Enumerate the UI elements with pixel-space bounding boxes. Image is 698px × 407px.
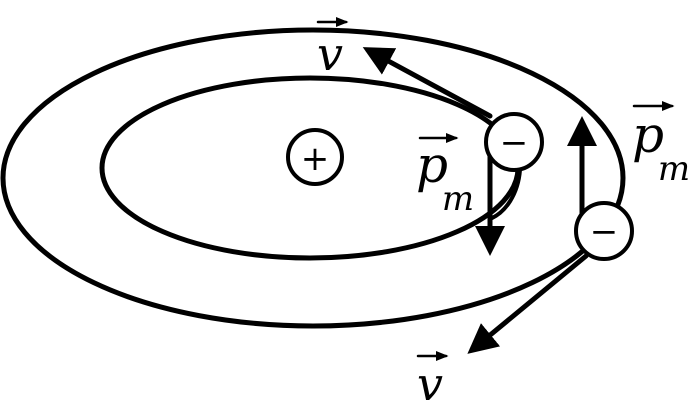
nucleus-circle: [286, 128, 344, 186]
outer-electron-circle: [574, 201, 634, 261]
outer-moment-subscript: m: [658, 149, 690, 189]
outer-velocity-label: v: [416, 351, 449, 407]
inner-moment-label: p m: [416, 133, 474, 219]
inner-current-curve: [490, 168, 522, 220]
outer-velocity-arrow: [467, 253, 589, 354]
nucleus-sign: +: [301, 139, 330, 179]
outer-velocity-letter: v: [417, 357, 443, 407]
outer-moment-letter: p: [632, 106, 664, 164]
inner-velocity-arrow: [362, 47, 493, 119]
inner-electron: −: [484, 112, 544, 172]
nucleus: +: [286, 128, 344, 186]
inner-electron-sign: −: [500, 123, 529, 163]
outer-electron: −: [574, 201, 634, 261]
inner-electron-circle: [484, 112, 544, 172]
inner-moment-letter: p: [416, 136, 448, 194]
inner-velocity-label: v: [316, 17, 349, 81]
outer-moment-label: p m: [632, 101, 690, 189]
outer-orbit: [0, 27, 626, 329]
inner-moment-subscript: m: [442, 179, 474, 219]
outer-electron-sign: −: [590, 212, 619, 252]
inner-velocity-letter: v: [317, 27, 343, 81]
